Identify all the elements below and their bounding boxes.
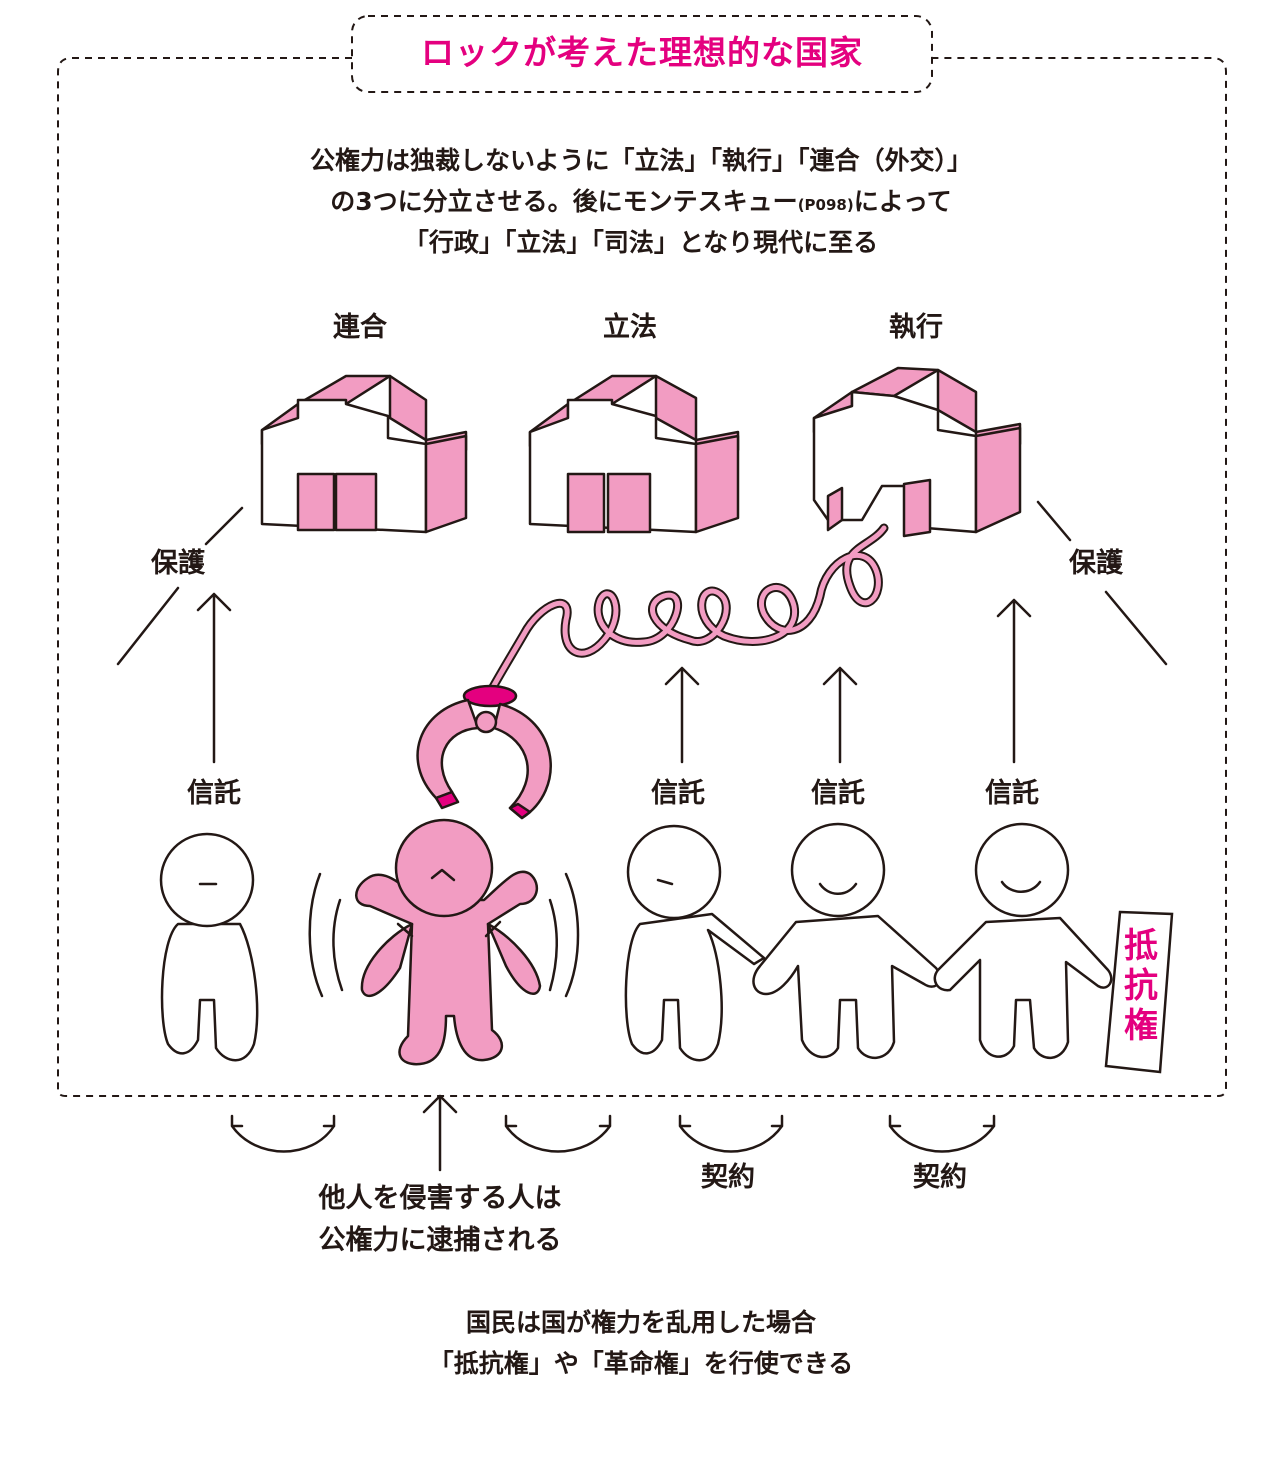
crane-claw bbox=[416, 684, 552, 820]
intro-text: 公権力は独裁しないように「立法」「執行」「連合（外交）」 の3つに分立させる。後… bbox=[140, 140, 1142, 263]
resistance-char-3: 権 bbox=[1124, 1006, 1158, 1046]
person-fifth bbox=[933, 822, 1113, 1059]
motion-lines bbox=[308, 872, 580, 998]
intro-line-2: の3つに分立させる。後にモンテスキュー(P098)によって bbox=[140, 181, 1142, 222]
bottom-note-line-2: 「抵抗権」や「革命権」を行使できる bbox=[428, 1349, 854, 1378]
intro-line-1: 公権力は独裁しないように「立法」「執行」「連合（外交）」 bbox=[309, 146, 972, 175]
person-fourth bbox=[752, 822, 942, 1059]
person-third bbox=[624, 824, 766, 1062]
person-left bbox=[159, 832, 259, 1062]
crane-cable bbox=[481, 523, 889, 705]
intro-line-2-end: によって bbox=[853, 187, 952, 216]
contract-label-2: 契約 bbox=[913, 1162, 967, 1193]
protect-label-right: 保護 bbox=[1069, 548, 1123, 579]
building-label-union: 連合 bbox=[333, 312, 387, 343]
resistance-char-1: 抵 bbox=[1124, 926, 1158, 966]
building-label-executive: 執行 bbox=[889, 312, 943, 343]
bottom-note: 国民は国が権力を乱用した場合 「抵抗権」や「革命権」を行使できる bbox=[240, 1302, 1042, 1384]
building-label-legislature: 立法 bbox=[603, 312, 657, 343]
arrest-note-line-1: 他人を侵害する人は bbox=[318, 1183, 562, 1214]
resistance-char-2: 抗 bbox=[1124, 966, 1158, 1006]
person-offender bbox=[355, 818, 542, 1066]
protect-label-left: 保護 bbox=[151, 548, 205, 579]
intro-line-3: 「行政」「立法」「司法」となり現代に至る bbox=[403, 228, 879, 257]
page-reference: (P098) bbox=[797, 196, 854, 214]
arrest-note: 他人を侵害する人は 公権力に逮捕される bbox=[230, 1178, 650, 1262]
resistance-sign-shape bbox=[1104, 910, 1174, 1074]
resistance-sign-label: 抵 抗 権 bbox=[1116, 926, 1166, 1046]
trust-label-1: 信託 bbox=[187, 778, 241, 809]
building-executive bbox=[812, 366, 1022, 538]
connector-lines bbox=[116, 500, 1168, 1172]
building-union bbox=[260, 374, 468, 534]
intro-line-2-start: の3つに分立させる。後にモンテスキュー bbox=[330, 187, 798, 216]
title-dashed-box bbox=[351, 15, 933, 93]
diagram-title: ロックが考えた理想的な国家 bbox=[421, 33, 863, 72]
contract-label-1: 契約 bbox=[701, 1162, 755, 1193]
trust-label-3: 信託 bbox=[811, 778, 865, 809]
trust-label-2: 信託 bbox=[651, 778, 705, 809]
crane-cable-fill bbox=[483, 525, 887, 703]
building-legislature bbox=[528, 374, 740, 534]
trust-label-4: 信託 bbox=[985, 778, 1039, 809]
bottom-note-line-1: 国民は国が権力を乱用した場合 bbox=[465, 1308, 816, 1337]
arrest-note-line-2: 公権力に逮捕される bbox=[318, 1225, 562, 1256]
